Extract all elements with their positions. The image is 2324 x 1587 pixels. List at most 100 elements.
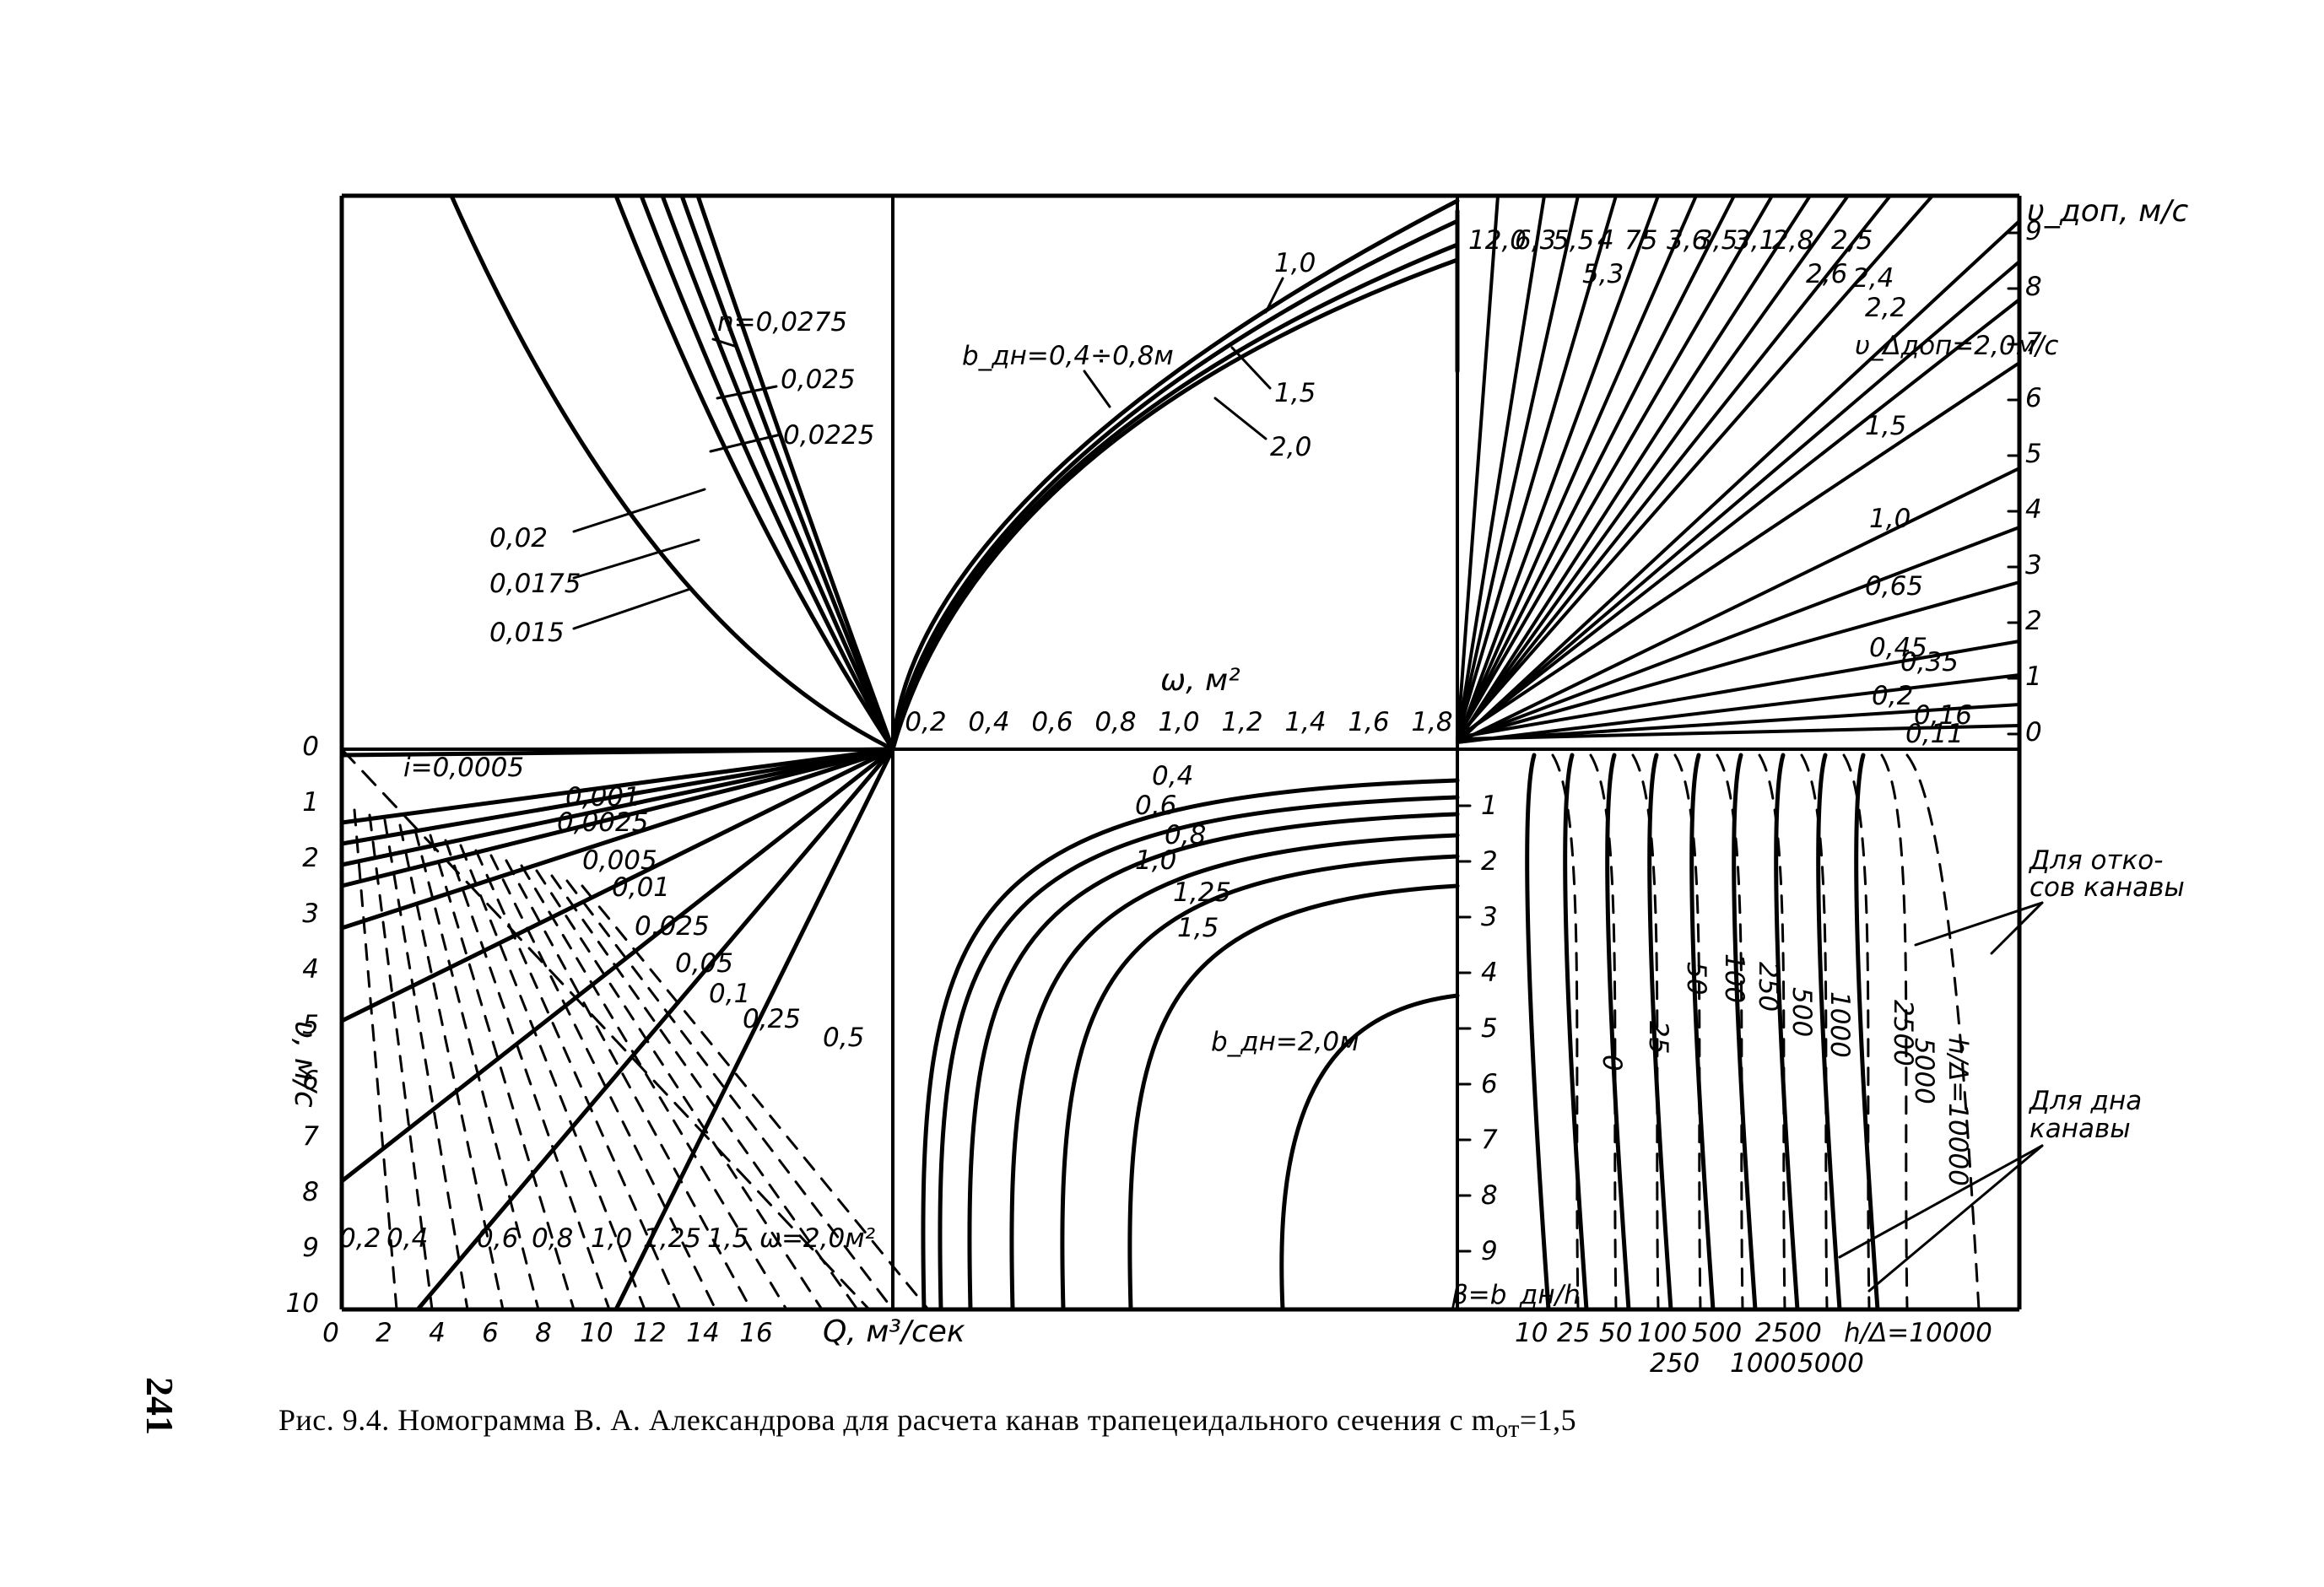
velocity-ray-21 bbox=[1456, 703, 2021, 742]
velocity-top-label-0: 12,0 bbox=[1468, 225, 1527, 256]
velocity-right-label-3: 0,65 bbox=[1865, 571, 1923, 602]
velocity-right-label-1: 1,5 bbox=[1865, 411, 1906, 441]
omega-dash-12 bbox=[535, 869, 824, 1311]
note-slopes-0: Для отко- bbox=[2028, 845, 2163, 876]
velocity-top-label-1: 6,3 bbox=[1515, 225, 1556, 256]
omega-dash-10 bbox=[505, 859, 753, 1311]
omega-label-0: 0,2 bbox=[339, 1223, 381, 1254]
width-label-3: 1,0 bbox=[1135, 845, 1176, 876]
slope-line-9 bbox=[613, 747, 895, 1312]
velocity-tick-0: 0 bbox=[2025, 717, 2042, 748]
width-label-5: 1,5 bbox=[1177, 913, 1219, 943]
ratio-label-0: 0 bbox=[1597, 1055, 1627, 1071]
width-curve-6 bbox=[1279, 993, 1460, 1312]
label-layer: n=0,02750,0250,02250,020,01750,015b_дн=0… bbox=[286, 194, 2189, 1379]
ratio-dash-5 bbox=[1758, 753, 1786, 1311]
width-label-4: 1,25 bbox=[1173, 877, 1231, 908]
velocity-ray-10 bbox=[1456, 194, 1892, 741]
velocity-top-label-10: 2,6 bbox=[1806, 259, 1847, 289]
slope-label-3: 0,005 bbox=[582, 845, 657, 876]
v-axis-label: υ, м/с bbox=[288, 1021, 322, 1108]
velocity-right-label-7: 0,16 bbox=[1914, 700, 1972, 731]
velocity-right-label-2: 1,0 bbox=[1869, 504, 1911, 534]
v-tick-3: 3 bbox=[302, 899, 319, 929]
omega-dash-2 bbox=[383, 818, 469, 1311]
ratio-solid-6 bbox=[1774, 753, 1800, 1312]
v-tick-8: 8 bbox=[302, 1177, 319, 1207]
velocity-ray-0 bbox=[1456, 194, 1500, 744]
ratio-label-2: 50 bbox=[1681, 962, 1711, 995]
ratio-bottom1-4: 500 bbox=[1692, 1318, 1742, 1348]
q-tick-7: 14 bbox=[686, 1318, 719, 1348]
q-axis-label: Q, м³/сек bbox=[823, 1314, 965, 1349]
velocity-ray-11 bbox=[1456, 194, 1934, 739]
velocity-top-label-4: 4 bbox=[1597, 225, 1614, 256]
velocity-ray-8 bbox=[1456, 194, 1812, 744]
area-label-0: b_дн=0,4÷0,8м bbox=[962, 341, 1174, 371]
ratio-solid-2 bbox=[1605, 753, 1631, 1312]
beta-tick-1: 2 bbox=[1481, 846, 1498, 877]
q-tick-1: 2 bbox=[376, 1318, 392, 1348]
velocity-right-label-8: 0,11 bbox=[1905, 719, 1964, 749]
velocity-ray-20 bbox=[1456, 673, 2021, 744]
velocity-top-label-8: 3,1 bbox=[1734, 225, 1775, 256]
ratio-dash-2 bbox=[1631, 753, 1660, 1311]
ratio-label-5: 500 bbox=[1786, 987, 1817, 1037]
figure-caption: Рис. 9.4. Номограмма В. А. Александрова … bbox=[278, 1402, 1882, 1444]
velocity-tick-7: 7 bbox=[2025, 327, 2042, 358]
ratio-dash-7 bbox=[1842, 753, 1871, 1311]
omega-label-7: ω=2,0м² bbox=[759, 1223, 875, 1254]
q-tick-0: 0 bbox=[322, 1318, 339, 1348]
velocity-tick-8: 8 bbox=[2025, 272, 2042, 302]
area-leader-0 bbox=[1083, 370, 1111, 408]
omega-dash-6 bbox=[444, 839, 611, 1311]
velocity-ray-6 bbox=[1456, 194, 1736, 741]
slope-line-4 bbox=[339, 747, 895, 888]
beta-tick-8: 9 bbox=[1481, 1236, 1498, 1266]
velocity-tick-1: 1 bbox=[2025, 661, 2042, 692]
area-leader-2 bbox=[1230, 346, 1272, 390]
slope-label-1: 0,001 bbox=[565, 782, 640, 812]
velocity-ray-1 bbox=[1456, 194, 1546, 742]
width-curve-1 bbox=[938, 795, 1460, 1312]
roughness-curve-0 bbox=[449, 193, 895, 752]
width-curve-3 bbox=[1009, 833, 1460, 1312]
velocity-tick-6: 6 bbox=[2025, 383, 2042, 413]
roughness-curve-3 bbox=[660, 193, 895, 752]
width-curve-2 bbox=[967, 812, 1460, 1312]
q-tick-5: 10 bbox=[580, 1318, 613, 1348]
velocity-top-label-5: 75 bbox=[1624, 225, 1657, 256]
velocity-ray-2 bbox=[1456, 194, 1580, 741]
ratio-dash-4 bbox=[1716, 753, 1744, 1311]
area-tick-8: 1,8 bbox=[1411, 707, 1452, 737]
beta-tick-7: 8 bbox=[1481, 1180, 1498, 1211]
omega-dash-1 bbox=[368, 813, 434, 1311]
area-tick-3: 0,8 bbox=[1094, 707, 1136, 737]
omega-label-3: 0,8 bbox=[532, 1223, 573, 1254]
v-tick-6: 6 bbox=[302, 1066, 319, 1096]
area-curve-0 bbox=[890, 198, 1460, 752]
velocity-ray-3 bbox=[1456, 194, 1618, 739]
ratio-bottom1-3: 100 bbox=[1637, 1318, 1687, 1348]
slope-line-5 bbox=[339, 747, 895, 931]
ratio-solid-5 bbox=[1732, 753, 1758, 1312]
velocity-top-label-7: 3,5 bbox=[1696, 225, 1738, 256]
note-bottom-0: Для дна bbox=[2028, 1086, 2142, 1116]
slope-line-8 bbox=[415, 747, 895, 1312]
omega-dash-15 bbox=[581, 884, 930, 1311]
omega-dash-13 bbox=[550, 874, 859, 1311]
velocity-tick-3: 3 bbox=[2025, 550, 2042, 580]
ratio-dash-6 bbox=[1800, 753, 1829, 1311]
velocity-top-label-12: 2,4 bbox=[1852, 263, 1894, 294]
width-curve-5 bbox=[1127, 883, 1460, 1312]
beta-tick-0: 1 bbox=[1481, 791, 1498, 821]
ratio-label-1: 25 bbox=[1643, 1021, 1673, 1054]
note-bottom-leader-1 bbox=[1867, 1144, 2044, 1293]
beta-tick-6: 7 bbox=[1481, 1125, 1498, 1155]
curve-layer bbox=[339, 193, 2044, 1312]
ratio-label-7: 2500 bbox=[1888, 1000, 1918, 1066]
v-tick-0: 0 bbox=[302, 731, 319, 762]
velocity-ray-22 bbox=[1456, 724, 2021, 741]
note-slopes-1: сов канавы bbox=[2029, 872, 2185, 903]
v-tick-7: 7 bbox=[302, 1121, 319, 1152]
